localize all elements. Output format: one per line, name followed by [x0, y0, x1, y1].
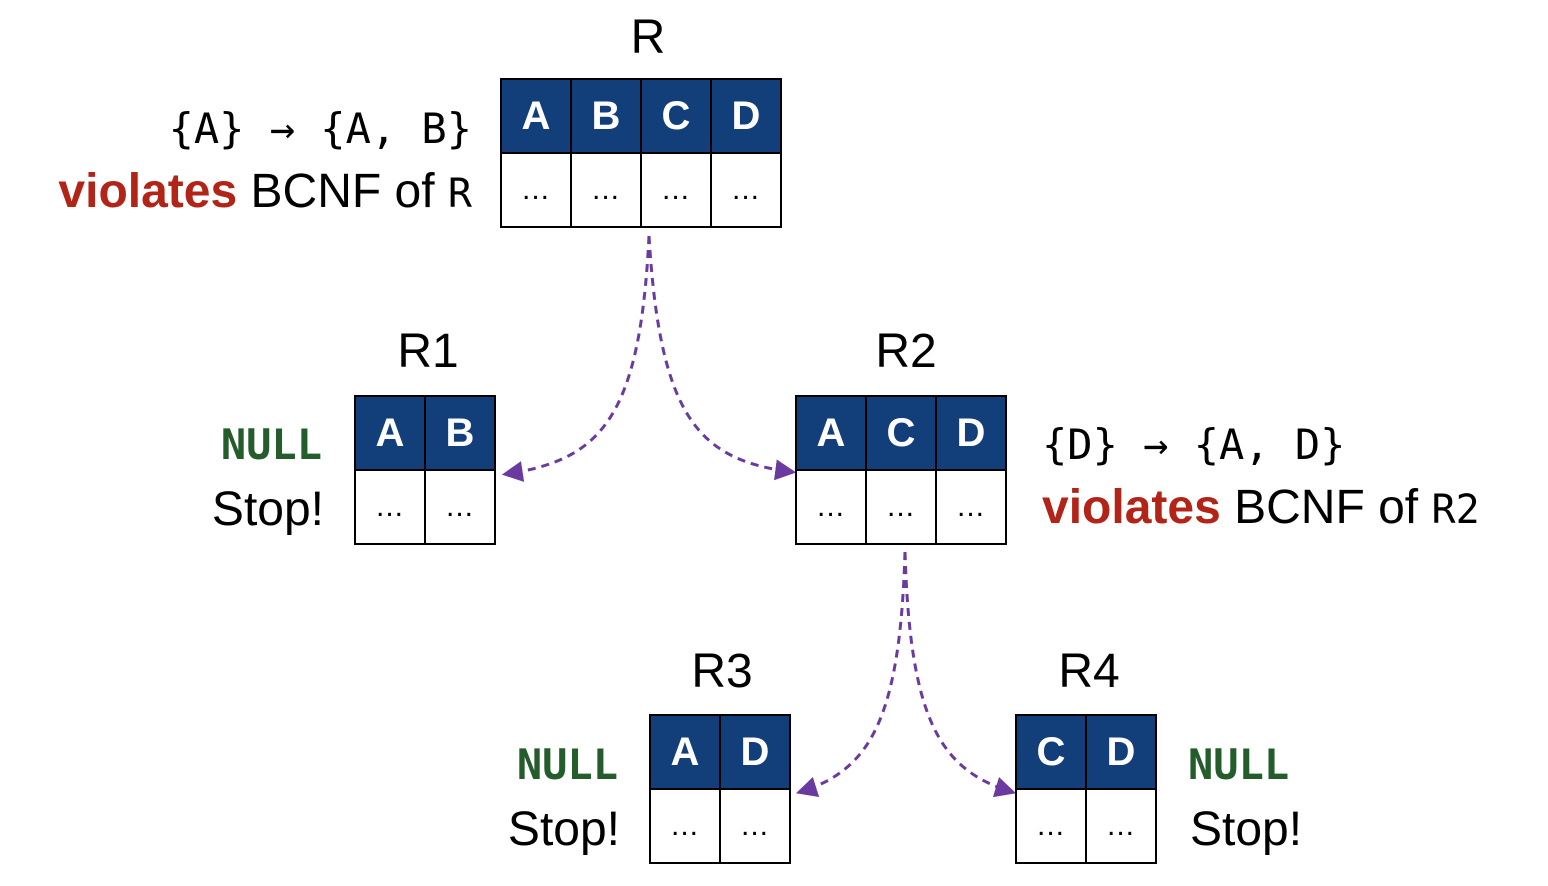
- relation-r1-attr-a: A: [354, 395, 426, 471]
- relation-r1-cell: ...: [354, 469, 426, 545]
- relation-r2-violation-note: violates BCNF of R2: [1042, 484, 1480, 532]
- relation-r4-table: C D ... ...: [1015, 714, 1157, 864]
- relation-r-cell: ...: [570, 152, 642, 228]
- relation-r4-data-row: ... ...: [1015, 788, 1157, 864]
- relation-r-attr-c: C: [640, 78, 712, 154]
- relation-r1-null-label: NULL: [220, 420, 322, 469]
- relation-r1-table: A B ... ...: [354, 395, 496, 545]
- relation-r4-null-label: NULL: [1188, 740, 1290, 789]
- relation-r-title: R: [630, 11, 666, 64]
- relation-r2-functional-dependency: {D} → {A, D}: [1042, 420, 1346, 469]
- relation-r1-stop-label: Stop!: [211, 483, 324, 536]
- arrow-r2-to-r3: [795, 551, 907, 797]
- relation-r2-cell: ...: [935, 469, 1007, 545]
- relation-r2-title: R2: [875, 325, 937, 378]
- relation-r1-cell: ...: [424, 469, 496, 545]
- relation-r4-header-row: C D: [1015, 714, 1157, 790]
- relation-r3-attr-a: A: [649, 714, 721, 790]
- bcnf-of-label: BCNF of: [250, 165, 435, 218]
- relation-ref: R: [447, 171, 472, 217]
- relation-r4-attr-c: C: [1015, 714, 1087, 790]
- relation-r2-table: A C D ... ... ...: [795, 395, 1007, 545]
- relation-r3-attr-d: D: [719, 714, 791, 790]
- arrow-r-to-r1: [501, 235, 651, 482]
- relation-r3-title: R3: [691, 645, 753, 698]
- bcnf-of-label: BCNF of: [1234, 481, 1419, 534]
- relation-r1-header-row: A B: [354, 395, 496, 471]
- relation-r2-attr-d: D: [935, 395, 1007, 471]
- relation-r-cell: ...: [640, 152, 712, 228]
- relation-r2-header-row: A C D: [795, 395, 1007, 471]
- relation-r3-null-label: NULL: [516, 740, 618, 789]
- arrow-r-to-r2: [647, 235, 797, 481]
- relation-r2-data-row: ... ... ...: [795, 469, 1007, 545]
- relation-r2-cell: ...: [865, 469, 937, 545]
- arrow-r2-to-r4: [903, 551, 1017, 798]
- relation-r2-cell: ...: [795, 469, 867, 545]
- relation-r3-cell: ...: [649, 788, 721, 864]
- relation-r-violation-note: violates BCNF of R: [58, 168, 472, 216]
- relation-r-data-row: ... ... ... ...: [500, 152, 782, 228]
- relation-r4-title: R4: [1058, 645, 1120, 698]
- relation-r-attr-a: A: [500, 78, 572, 154]
- relation-r3-cell: ...: [719, 788, 791, 864]
- relation-r3-stop-label: Stop!: [507, 803, 620, 856]
- violates-label: violates: [58, 165, 238, 218]
- relation-r4-cell: ...: [1015, 788, 1087, 864]
- relation-r-header-row: A B C D: [500, 78, 782, 154]
- violates-label: violates: [1042, 481, 1221, 534]
- relation-r-attr-d: D: [710, 78, 782, 154]
- relation-r3-header-row: A D: [649, 714, 791, 790]
- relation-r1-attr-b: B: [424, 395, 496, 471]
- relation-r2-attr-a: A: [795, 395, 867, 471]
- relation-r-cell: ...: [500, 152, 572, 228]
- relation-r1-data-row: ... ...: [354, 469, 496, 545]
- relation-r-functional-dependency: {A} → {A, B}: [168, 104, 472, 153]
- relation-r-cell: ...: [710, 152, 782, 228]
- relation-r-attr-b: B: [570, 78, 642, 154]
- relation-r1-title: R1: [397, 325, 459, 378]
- relation-ref: R2: [1431, 487, 1480, 533]
- relation-r4-cell: ...: [1085, 788, 1157, 864]
- relation-r4-attr-d: D: [1085, 714, 1157, 790]
- relation-r3-data-row: ... ...: [649, 788, 791, 864]
- relation-r3-table: A D ... ...: [649, 714, 791, 864]
- relation-r4-stop-label: Stop!: [1190, 803, 1303, 856]
- relation-r-table: A B C D ... ... ... ...: [500, 78, 782, 228]
- relation-r2-attr-c: C: [865, 395, 937, 471]
